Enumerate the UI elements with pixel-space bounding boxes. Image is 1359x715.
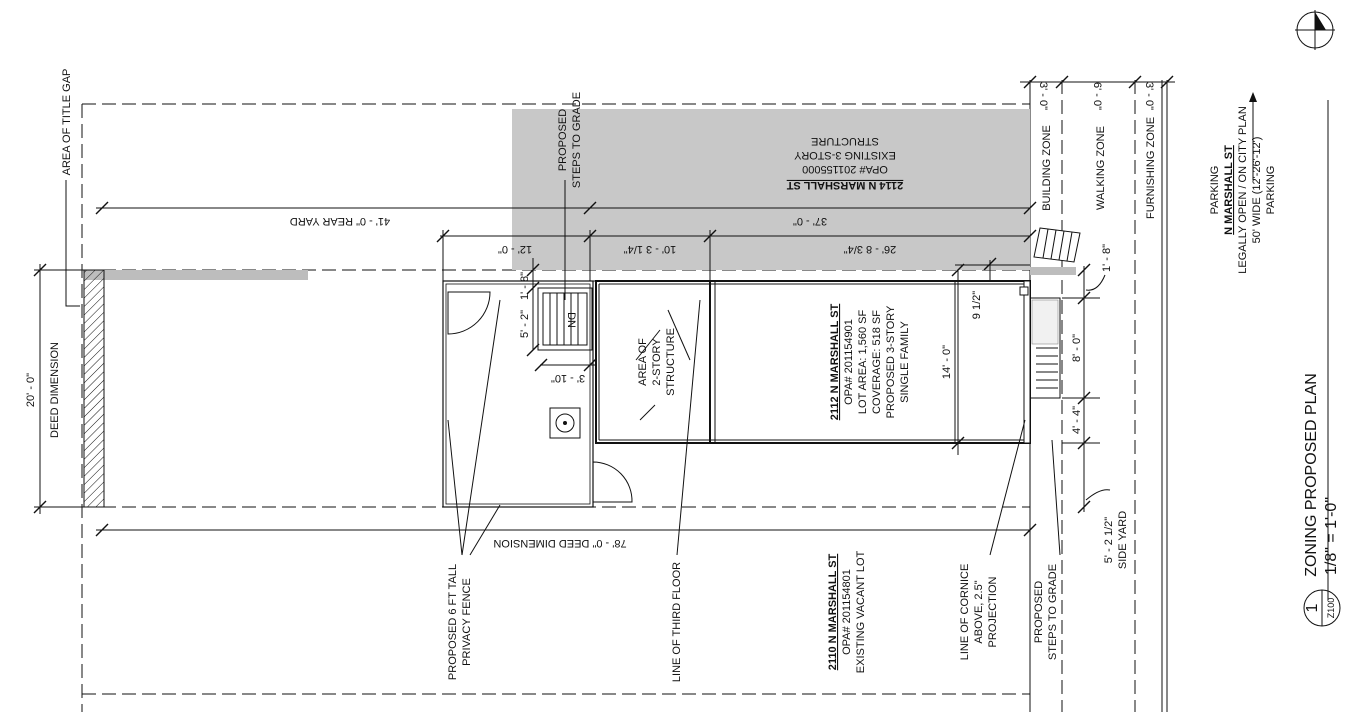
neighbor-2114-name: 2114 N MARSHALL ST [786,179,903,191]
street-parking-top: PARKING [1209,166,1221,215]
cornice-line1: LINE OF CORNICE [959,564,971,661]
utility-unit-icon [549,407,581,439]
neighbor-2110-name: 2110 N MARSHALL ST [827,553,839,670]
steps-bottom-line2: STEPS TO GRADE [1047,564,1059,660]
dim-4-4: 4' - 4" [1071,406,1083,434]
subject-area: LOT AREA: 1,560 SF [857,310,869,415]
leader-title-gap [65,180,80,307]
two-story-line3: STRUCTURE [665,328,677,396]
title-gap-hatch [83,269,105,508]
neighbor-2110-line2: EXISTING VACANT LOT [855,550,867,673]
neighbor-2114-opa: OPA# 201155000 [802,163,888,175]
side-yard-dim: 5' - 2 1/2" [1103,517,1115,563]
building-zone-label: BUILDING ZONE [1041,125,1053,211]
street-parking-bottom: PARKING [1265,166,1277,215]
dim-9-half: 9 1/2" [971,291,983,319]
subject-opa: OPA# 201154901 [843,319,855,405]
rear-yard-dim: 41' - 0" REAR YARD [290,215,390,227]
deed-20-dim: 20' - 0" [25,373,37,407]
walking-zone-dim: 6' - 0" [1091,82,1103,110]
plan-scale: 1/8" = 1'-0" [1323,497,1340,575]
rear-door-swing [447,291,491,335]
subject-coverage: COVERAGE: 518 SF [871,310,883,414]
two-story-line1: AREA OF [637,338,649,386]
steps-top-line1: PROPOSED [557,109,569,171]
subject-use: SINGLE FAMILY [899,320,911,402]
title-gap-label: AREA OF TITLE GAP [61,69,73,176]
dim-1-8-right: 1' - 8" [1101,244,1113,272]
leader-third-floor [676,299,701,556]
furnishing-zone-dim: 3' - 0" [1143,82,1155,110]
steps-top-line2: STEPS TO GRADE [571,92,583,188]
subject-proposed: PROPOSED 3-STORY [885,305,897,418]
dim-1-8-left: 1' - 8" [519,272,531,300]
deed-78-dim: 78' - 0" DEED DIMENSION [493,537,626,549]
dim-5-2: 5' - 2" [519,310,531,338]
street-name: N MARSHALL ST [1223,145,1235,235]
rear-yard-fence [442,280,594,508]
plan-sheet: Z100 [1326,598,1336,619]
fence-line1: PROPOSED 6 FT TALL [447,564,459,680]
dim-14: 14' - 0" [941,345,953,379]
leader-cornice [989,419,1026,556]
neighbor-wall-strip [84,270,308,280]
fence-line2: PRIVACY FENCE [461,578,473,666]
side-door-swing [592,461,633,503]
plan-number: 1 [1304,603,1321,612]
front-steps [1029,297,1061,399]
steps-bottom-line1: PROPOSED [1033,581,1045,643]
dn-label: DN [565,312,577,328]
dim-8: 8' - 0" [1071,334,1083,362]
subject-name: 2112 N MARSHALL ST [829,303,841,420]
neighbor-step-strip [1030,267,1076,275]
north-arrow-icon [1295,10,1335,50]
cornice-line3: PROJECTION [987,577,999,648]
dim-26: 26' - 8 3/4" [844,243,897,255]
neighbor-2114-line3: STRUCTURE [811,135,879,147]
side-yard-label: SIDE YARD [1117,511,1129,569]
dim-10: 10' - 3 1/4" [624,243,677,255]
deed-dimension-label: DEED DIMENSION [49,342,61,438]
leader-steps-bottom [1051,439,1061,556]
dim-3-10: 3' - 10" [551,372,585,384]
plan-tag [1303,589,1341,627]
cornice-line2: ABOVE, 2.5" [973,580,985,643]
building-zone-dim: 3' - 0" [1037,82,1049,110]
furnishing-zone-label: FURNISHING ZONE [1145,117,1157,219]
front-wall [1023,280,1031,444]
two-story-line2: 2-STORY [651,338,663,386]
dim-37: 37' - 0" [793,215,827,227]
neighbor-2114-structure [512,109,1030,270]
neighbor-2114-line2: EXISTING 3-STORY [794,149,896,161]
neighbor-2110-opa: OPA# 201154801 [841,569,853,655]
walking-zone-label: WALKING ZONE [1095,126,1107,210]
dim-12: 12' - 0" [498,243,532,255]
street-width: 50' WIDE (12'-26'-12') [1251,137,1263,244]
third-floor-label: LINE OF THIRD FLOOR [671,562,683,682]
neighbor-front-steps [1033,227,1081,263]
street-status: LEGALLY OPEN / ON CITY PLAN [1237,106,1249,274]
plan-title: ZONING PROPOSED PLAN [1303,373,1320,577]
